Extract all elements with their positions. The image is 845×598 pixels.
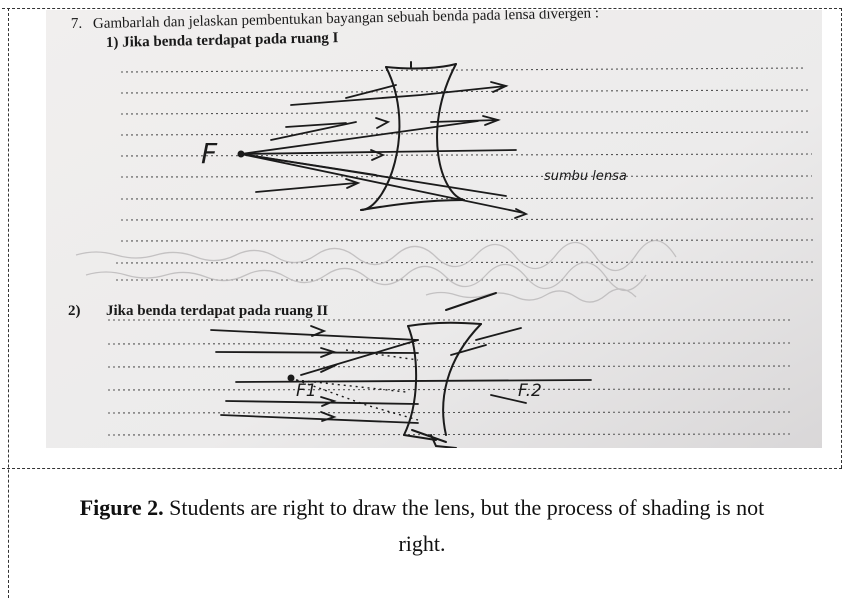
lens1-right-surface [436, 63, 465, 201]
lens1-left-surface [360, 66, 401, 211]
arrowheads-drawing-2 [310, 325, 337, 422]
part1-heading: 1) Jika benda terdapat pada ruang I [106, 30, 339, 51]
focus-label-f2: F.2 [518, 381, 542, 401]
figure-caption: Figure 2. Students are right to draw the… [62, 490, 782, 562]
caption-text: Students are right to draw the lens, but… [169, 495, 765, 556]
focus-label-f: F [201, 137, 218, 170]
axis-label: sumbu lensa [544, 169, 627, 184]
question-number: 7. [71, 16, 83, 32]
answer-lines-part2 [107, 319, 792, 436]
lens-drawing-1 [360, 61, 465, 211]
focus-point-f1 [287, 374, 295, 382]
dashed-extensions-2 [290, 349, 419, 421]
faded-bleed-through [75, 239, 677, 303]
worksheet-photo: 7. Gambarlah dan jelaskan pembentukan ba… [46, 10, 822, 448]
paper-background [46, 10, 822, 448]
focus-label-f1: F1 [296, 381, 317, 401]
focus-point-1 [237, 150, 245, 158]
middle-dashed-border [2, 468, 842, 469]
part2-heading: Jika benda terdapat pada ruang II [106, 303, 328, 319]
part2-number: 2) [68, 303, 81, 319]
arrowheads-drawing-1 [345, 81, 529, 219]
lens2-top-edge [407, 321, 482, 327]
rays-drawing-1 [240, 84, 525, 214]
left-dashed-border [8, 8, 9, 598]
rays-drawing-2 [210, 327, 592, 424]
top-dashed-border [2, 8, 842, 9]
lens1-bottom-edge [360, 199, 465, 211]
lens1-top-edge [385, 63, 457, 70]
right-dashed-border [841, 8, 842, 468]
lens2-right-surface [442, 323, 482, 436]
caption-label: Figure 2. [79, 495, 164, 520]
answer-lines-part1 [115, 67, 814, 281]
